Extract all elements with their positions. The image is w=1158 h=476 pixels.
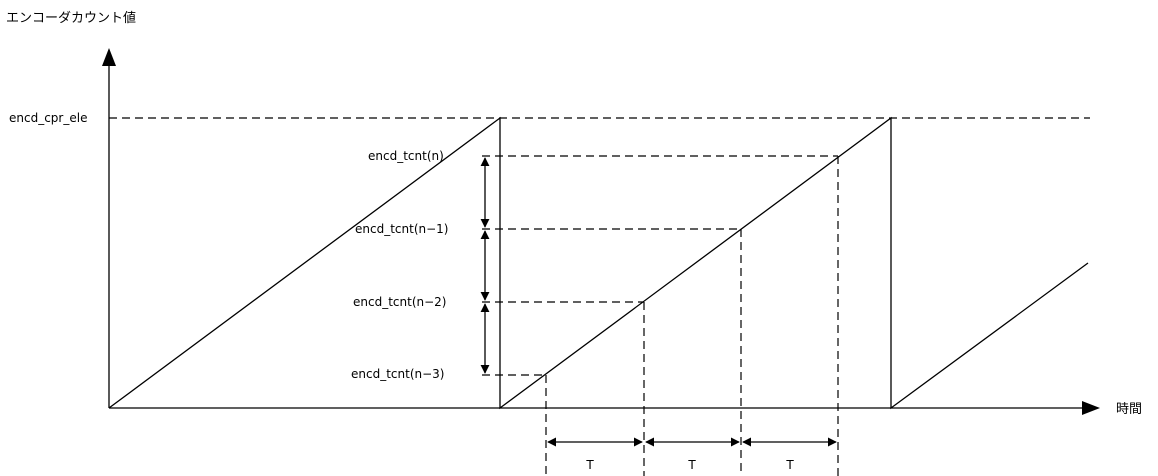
period-label-1: T: [585, 458, 594, 472]
sawtooth-count: [108, 116, 1089, 410]
y-axis-label: エンコーダカウント値: [6, 10, 136, 26]
sample-label-n-3: encd_tcnt(n−3): [351, 367, 444, 381]
sample-label-n: encd_tcnt(n): [368, 149, 444, 163]
x-axis-label: 時間: [1116, 402, 1142, 417]
x-axis-arrowhead: [1082, 401, 1100, 415]
sample-label-n-1: encd_tcnt(n−1): [355, 222, 448, 236]
max-level-label: encd_cpr_ele: [9, 111, 87, 125]
y-axis-arrowhead: [102, 48, 116, 66]
sample-label-n-2: encd_tcnt(n−2): [353, 295, 446, 309]
period-label-2: T: [687, 458, 696, 472]
period-label-3: T: [785, 458, 794, 472]
